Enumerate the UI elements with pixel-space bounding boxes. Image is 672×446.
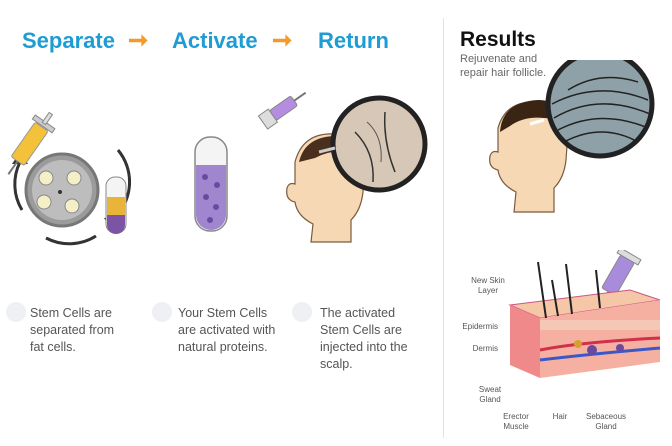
bullet-separate: [6, 302, 26, 322]
step-description-activate: Your Stem Cells are activated with natur…: [178, 306, 276, 354]
petri-dish-illustration: [7, 111, 132, 246]
results-head-illustration: [489, 60, 655, 213]
step-title-activate: Activate: [172, 28, 258, 53]
step-description-separate: Stem Cells are separated from fat cells.: [30, 306, 115, 354]
results-description: Rejuvenate and repair hair follicle.: [460, 53, 547, 79]
label-new-skin-layer: New Skin Layer: [471, 276, 505, 295]
step-title-return: Return: [318, 28, 389, 53]
step-title-separate: Separate: [22, 28, 115, 53]
test-tube-yellow: [105, 176, 127, 234]
label-erector-muscle: Erector Muscle: [503, 412, 529, 431]
return-head-illustration: [257, 92, 428, 243]
label-sweat-gland: Sweat Gland: [478, 385, 502, 404]
label-dermis: Dermis: [472, 344, 498, 353]
arrow-right-icon: ➞: [272, 27, 293, 54]
label-sebaceous-gland: Sebaceous Gland: [585, 412, 627, 431]
label-epidermis: Epidermis: [462, 322, 498, 331]
test-tube-purple: [194, 136, 228, 232]
skin-cross-section: [508, 250, 661, 378]
bullet-return: [292, 302, 312, 322]
results-title: Results: [460, 28, 536, 51]
label-hair: Hair: [552, 412, 568, 421]
section-divider: [443, 18, 444, 438]
bullet-activate: [152, 302, 172, 322]
arrow-right-icon: ➞: [128, 27, 149, 54]
step-description-return: The activated Stem Cells are injected in…: [320, 306, 408, 371]
